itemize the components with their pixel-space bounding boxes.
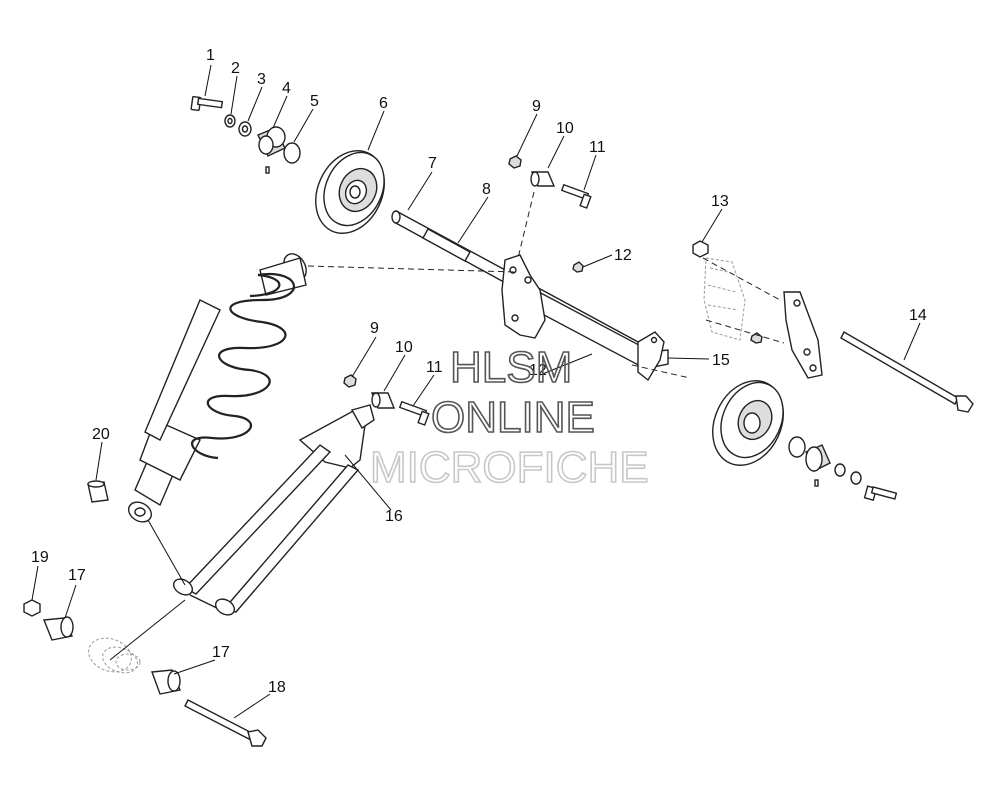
part-bushing-17a <box>43 616 74 641</box>
part-nut-13 <box>692 240 709 258</box>
part-wheel-right <box>712 380 784 466</box>
part-washer-right-1 <box>834 463 846 477</box>
part-bushing-right <box>805 444 831 487</box>
callout-9-lower: 9 <box>370 320 379 337</box>
watermark-line-1: HLSM <box>450 343 572 392</box>
part-ghost-spring <box>88 637 141 674</box>
part-side-plate <box>703 257 746 341</box>
callout-10-upper: 10 <box>556 120 574 137</box>
assembly-line-lower <box>109 599 186 661</box>
callout-19: 19 <box>31 549 49 566</box>
callout-20: 20 <box>92 426 110 443</box>
part-bushing-17b <box>151 669 181 695</box>
part-shock-absorber <box>127 253 307 523</box>
part-bushing-4 <box>257 126 286 174</box>
watermark-line-2: ONLINE <box>431 393 595 442</box>
callout-15: 15 <box>712 352 730 369</box>
watermark-line-3: MICROFICHE <box>370 443 649 492</box>
callout-7: 7 <box>428 155 437 172</box>
part-washer-2 <box>224 114 236 128</box>
part-center-bracket <box>501 254 546 339</box>
watermark: HLSM ONLINE MICROFICHE <box>369 342 649 493</box>
part-bolt-1 <box>190 95 224 112</box>
callout-3: 3 <box>257 71 266 88</box>
part-nut-9-lower <box>343 374 357 388</box>
callout-17-lower: 17 <box>212 644 230 661</box>
part-bolt-11-upper <box>560 183 592 209</box>
assembly-lines <box>307 191 785 379</box>
part-wheel-6 <box>315 150 385 234</box>
callout-17-upper: 17 <box>68 567 86 584</box>
part-nut-12-upper <box>572 261 584 273</box>
callout-labels: 1 2 3 4 5 6 7 8 9 10 11 12 13 14 15 9 10… <box>31 47 927 696</box>
part-bolt-right <box>863 485 898 501</box>
callout-6: 6 <box>379 95 388 112</box>
part-bolt-14 <box>840 331 974 413</box>
part-nut-9-upper <box>508 155 522 169</box>
callout-1: 1 <box>206 47 215 64</box>
part-bolt-11-lower <box>398 400 430 426</box>
part-oring-5 <box>283 142 301 164</box>
part-spacer-20 <box>87 480 109 503</box>
part-oring-right <box>788 436 806 458</box>
leader-lines <box>31 64 921 719</box>
callout-4: 4 <box>282 80 291 97</box>
part-spring <box>191 272 295 460</box>
part-bolt-18 <box>184 699 267 747</box>
assembly-line-shock <box>147 519 186 586</box>
callout-2: 2 <box>231 60 240 77</box>
callout-18: 18 <box>268 679 286 696</box>
callout-14: 14 <box>909 307 927 324</box>
callout-11-upper: 11 <box>589 139 606 156</box>
part-a-arm-16 <box>172 404 375 616</box>
callout-13: 13 <box>711 193 729 210</box>
part-end-bracket <box>637 331 665 382</box>
part-washer-right-2 <box>850 471 862 485</box>
callout-10-lower: 10 <box>395 339 413 356</box>
part-spacer-10-lower <box>370 392 396 409</box>
callout-11-lower: 11 <box>426 359 443 376</box>
callout-8: 8 <box>482 181 491 198</box>
callout-9-upper: 9 <box>532 98 541 115</box>
callout-12-upper: 12 <box>614 247 632 264</box>
callout-16: 16 <box>385 508 403 525</box>
part-spacer-10-upper <box>530 171 556 187</box>
part-side-plate-2 <box>783 291 823 379</box>
part-washer-3 <box>238 121 252 137</box>
callout-5: 5 <box>310 93 319 110</box>
part-nut-19 <box>23 599 41 617</box>
callout-12-lower: 12 <box>529 362 547 379</box>
